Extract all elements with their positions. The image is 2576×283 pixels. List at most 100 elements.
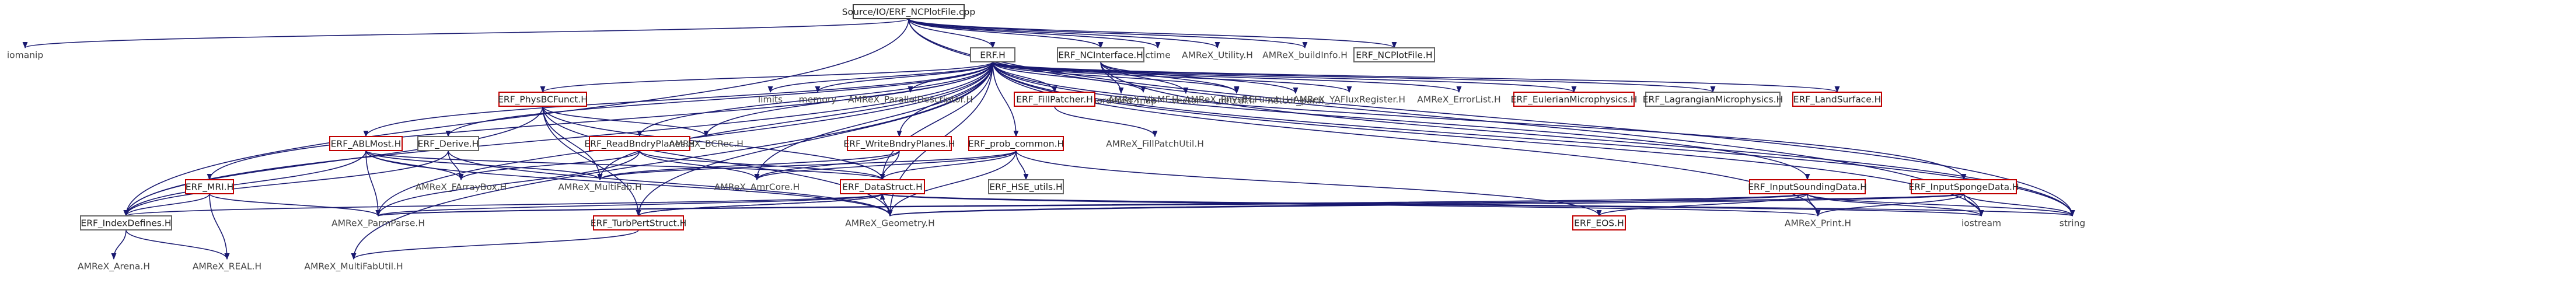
node-box-inputsponge xyxy=(1911,179,2017,194)
node-label-datastruct: ERF_DataStruct.H xyxy=(842,182,923,193)
edge-root-to-erf_h xyxy=(908,18,996,49)
node-lagrangian[interactable]: ERF_LagrangianMicrophysics.H xyxy=(1643,92,1783,107)
edge-erf_h-to-ablmost xyxy=(363,61,993,138)
edge-erf_h-to-mri xyxy=(207,61,993,181)
node-arena: AMReX_Arena.H xyxy=(78,261,150,272)
edge-inputsounding-to-parmparse xyxy=(376,193,1808,217)
node-mri[interactable]: ERF_MRI.H xyxy=(185,179,234,194)
node-label-erf_h: ERF.H xyxy=(980,50,1006,61)
node-fillpatcher[interactable]: ERF_FillPatcher.H xyxy=(1014,92,1095,107)
edge-mri-to-parmparse xyxy=(209,193,381,217)
edge-writebndry-to-multifab xyxy=(597,150,900,181)
node-geometry: AMReX_Geometry.H xyxy=(845,218,935,229)
edge-prob_common-to-geometry xyxy=(887,150,1017,217)
node-label-eos: ERF_EOS.H xyxy=(1574,218,1624,229)
node-label-yafluxreg: AMReX_YAFluxRegister.H xyxy=(1293,95,1405,106)
node-box-datastruct xyxy=(840,179,925,194)
node-ncinterface[interactable]: ERF_NCInterface.H xyxy=(1057,47,1144,62)
edge-erf_h-to-landsurface xyxy=(992,61,1839,93)
node-amrex_plotfile[interactable]: ERF_NCPlotFile.H xyxy=(1353,47,1435,62)
edge-root-to-amrex_plotfile xyxy=(908,18,1397,49)
node-label-readbndry: ERF_ReadBndryPlanes.H xyxy=(584,139,694,150)
node-multifab: AMReX_MultiFab.H xyxy=(558,182,641,193)
edge-erf_h-to-limits xyxy=(767,61,993,93)
edge-fillpatcher-to-fillpatchutil xyxy=(1054,106,1158,138)
node-box-landsurface xyxy=(1792,92,1882,107)
node-prob_common[interactable]: ERF_prob_common.H xyxy=(968,136,1064,151)
node-turbpert[interactable]: ERF_TurbPertStruct.H xyxy=(591,215,686,230)
edge-ablmost-to-indexdefines xyxy=(123,150,366,217)
node-limits: limits xyxy=(758,95,783,105)
node-label-parmparse: AMReX_ParmParse.H xyxy=(331,218,425,229)
node-box-writebndry xyxy=(847,136,952,151)
node-print: AMReX_Print.H xyxy=(1785,218,1851,229)
edge-datastruct-to-indexdefines xyxy=(124,193,883,217)
node-label-bcrec: AMReX_BCRec.H xyxy=(669,139,744,150)
node-derive[interactable]: ERF_Derive.H xyxy=(417,136,479,151)
node-label-hse_utils: ERF_HSE_utils.H xyxy=(989,182,1062,193)
node-box-readbndry xyxy=(589,136,690,151)
node-label-mri: ERF_MRI.H xyxy=(186,182,234,193)
node-label-amrex_utility: AMReX_Utility.H xyxy=(1182,50,1253,61)
node-label-amrex_physbc: AMReX_PhysBCFunct.H xyxy=(1185,95,1289,106)
node-paralleldesc: AMReX_ParallelDescriptor.H xyxy=(848,95,973,106)
edge-indexdefines-to-real xyxy=(125,229,230,260)
edge-erf_h-to-vismf xyxy=(992,61,1146,93)
node-box-ncinterface xyxy=(1057,47,1144,62)
node-label-fillpatchutil: AMReX_FillPatchUtil.H xyxy=(1106,139,1204,150)
node-memory: memory xyxy=(799,95,837,105)
node-ablmost[interactable]: ERF_ABLMost.H xyxy=(329,136,403,151)
edge-readbndry-to-datastruct xyxy=(639,150,885,181)
node-box-eulerian xyxy=(1513,92,1635,107)
node-hse_utils[interactable]: ERF_HSE_utils.H xyxy=(988,179,1064,194)
edge-mri-to-indexdefines xyxy=(123,193,210,217)
node-errorlist: AMReX_ErrorList.H xyxy=(1417,95,1500,106)
edge-prob_common-to-amrcore xyxy=(754,150,1017,181)
node-label-amrcore: AMReX_AmrCore.H xyxy=(714,182,800,193)
node-netcdf: netcdf.h xyxy=(1219,96,1255,106)
node-erf_h[interactable]: ERF.H xyxy=(970,47,1015,62)
node-unordered_map: unordered_map xyxy=(1085,96,1157,107)
node-landsurface[interactable]: ERF_LandSurface.H xyxy=(1792,92,1882,107)
node-label-farraybox: AMReX_FArrayBox.H xyxy=(416,182,507,193)
node-box-mri xyxy=(185,179,234,194)
node-eos[interactable]: ERF_EOS.H xyxy=(1572,215,1626,230)
node-root[interactable]: Source/IO/ERF_NCPlotFile.cpp xyxy=(842,4,975,19)
edge-erf_h-to-readbndry xyxy=(637,61,993,138)
node-indexdefines[interactable]: ERF_IndexDefines.H xyxy=(80,215,172,230)
node-netcdf_par: netcdf_par.h xyxy=(1268,96,1324,107)
edge-datastruct-to-parmparse xyxy=(375,193,883,217)
node-physbcfunct[interactable]: ERF_PhysBCFunct.H xyxy=(498,92,588,107)
node-label-ncinterface: ERF_NCInterface.H xyxy=(1058,50,1143,61)
node-label-paralleldesc: AMReX_ParallelDescriptor.H xyxy=(848,95,973,106)
node-amrex_buildinfo: AMReX_buildInfo.H xyxy=(1262,50,1348,61)
edge-inputsponge-to-iostream xyxy=(1963,193,1984,217)
node-datastruct[interactable]: ERF_DataStruct.H xyxy=(840,179,925,194)
node-box-turbpert xyxy=(593,215,684,230)
node-inputsponge[interactable]: ERF_InputSpongeData.H xyxy=(1908,179,2019,194)
node-label-netcdf: netcdf.h xyxy=(1219,96,1255,106)
node-box-hse_utils xyxy=(988,179,1064,194)
node-box-eos xyxy=(1572,215,1626,230)
node-readbndry[interactable]: ERF_ReadBndryPlanes.H xyxy=(584,136,695,151)
edge-turbpert-to-multifabutil xyxy=(351,229,639,260)
node-iostream: iostream xyxy=(1961,218,2001,229)
edge-physbcfunct-to-bcrec xyxy=(542,106,709,138)
node-bcrec: AMReX_BCRec.H xyxy=(669,139,744,150)
node-label-vector: vector xyxy=(1171,96,1200,106)
edge-physbcfunct-to-geometry xyxy=(542,106,893,217)
node-label-geometry: AMReX_Geometry.H xyxy=(845,218,935,229)
node-box-physbcfunct xyxy=(498,92,587,107)
node-label-iomanip: iomanip xyxy=(7,50,43,61)
node-label-print: AMReX_Print.H xyxy=(1785,218,1851,229)
edge-inputsponge-to-print xyxy=(1815,193,1964,217)
node-writebndry[interactable]: ERF_WriteBndryPlanes.H xyxy=(843,136,955,151)
node-amrcore: AMReX_AmrCore.H xyxy=(714,182,800,193)
node-inputsounding[interactable]: ERF_InputSoundingData.H xyxy=(1748,179,1867,194)
edge-inputsounding-to-geometry xyxy=(888,193,1808,217)
node-eulerian[interactable]: ERF_EulerianMicrophysics.H xyxy=(1511,92,1638,107)
node-amrex_utility: AMReX_Utility.H xyxy=(1182,50,1253,61)
node-box-root xyxy=(853,4,965,19)
edge-root-to-ctime xyxy=(908,18,1161,49)
